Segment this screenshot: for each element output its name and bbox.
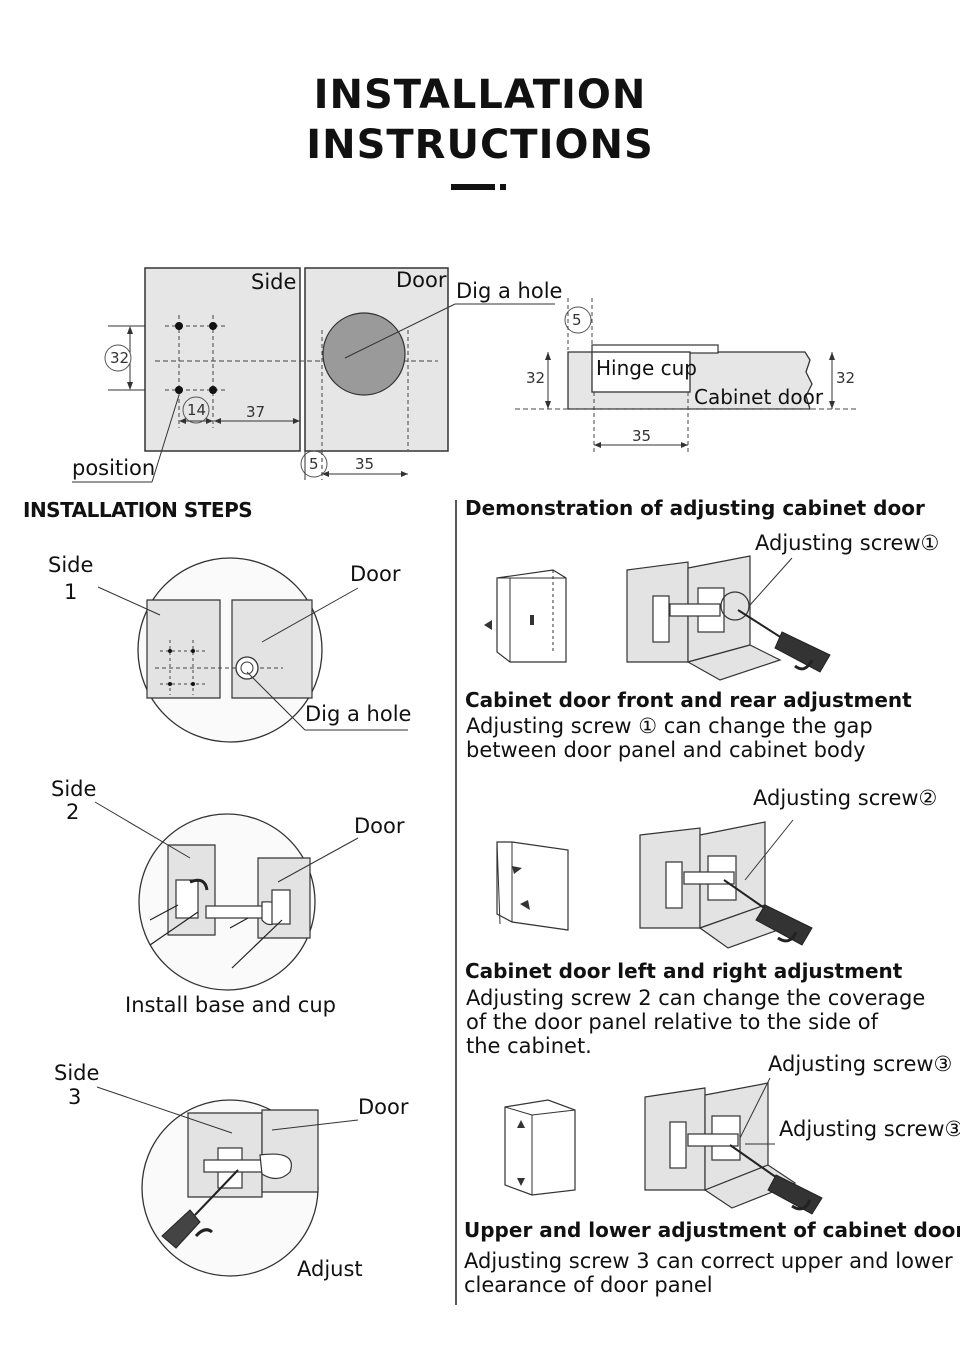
- demo-a-line2: between door panel and cabinet body: [466, 738, 866, 762]
- step3-side-label: Side: [54, 1061, 100, 1085]
- dim-14: 14: [187, 401, 207, 419]
- dim-35-right: 35: [632, 427, 652, 445]
- installation-steps-heading: INSTALLATION STEPS: [23, 498, 253, 522]
- dim-37: 37: [246, 403, 266, 421]
- demo-c-title: Upper and lower adjustment of cabinet do…: [464, 1218, 960, 1242]
- demo-b-title: Cabinet door left and right adjustment: [465, 959, 903, 983]
- hinge-cup-label: Hinge cup: [596, 356, 697, 380]
- title-underline-dot: [500, 184, 506, 190]
- cabinet-door-label: Cabinet door: [694, 385, 824, 409]
- screw-hole: [175, 322, 183, 330]
- step2-side-label: Side: [51, 777, 97, 801]
- demo-a-screw-label: Adjusting screw①: [755, 531, 940, 555]
- dim-35-bottom: 35: [355, 455, 375, 473]
- title-underline: [451, 184, 495, 190]
- position-label: position: [72, 456, 156, 480]
- dim-5-right: 5: [572, 311, 582, 329]
- dim-5-bottom: 5: [309, 455, 319, 473]
- demo-b-line1: Adjusting screw 2 can change the coverag…: [466, 986, 926, 1010]
- side-panel: [144, 267, 301, 452]
- step1-door-label: Door: [350, 562, 401, 586]
- screw-hole: [209, 386, 217, 394]
- screw-hole: [175, 386, 183, 394]
- cup-hole: [322, 312, 406, 396]
- demo-heading: Demonstration of adjusting cabinet door: [465, 496, 925, 520]
- step2-door-label: Door: [354, 814, 405, 838]
- step2-note: Install base and cup: [125, 993, 336, 1017]
- dim-32-right-a: 32: [526, 369, 546, 387]
- demo-b-screw-label: Adjusting screw②: [753, 786, 938, 810]
- dim-32-right-b: 32: [836, 369, 856, 387]
- demo-c-screw-label-1: Adjusting screw③: [768, 1052, 953, 1076]
- demo-b-line2: of the door panel relative to the side o…: [466, 1010, 879, 1034]
- demo-b-line3: the cabinet.: [466, 1034, 592, 1058]
- page-title-line2: INSTRUCTIONS: [306, 122, 654, 168]
- screw-hole: [209, 322, 217, 330]
- demo-c-line1: Adjusting screw 3 can correct upper and …: [464, 1249, 953, 1273]
- demo-c-line2: clearance of door panel: [464, 1273, 713, 1297]
- step3-note: Adjust: [297, 1257, 363, 1281]
- side-label: Side: [251, 270, 297, 294]
- page-title-line1: INSTALLATION: [313, 72, 647, 118]
- demo-a-title: Cabinet door front and rear adjustment: [465, 688, 912, 712]
- step1-number: 1: [64, 580, 78, 604]
- step3-number: 3: [68, 1085, 82, 1109]
- demo-c-screw-label-2: Adjusting screw③: [779, 1117, 960, 1141]
- door-label: Door: [396, 268, 447, 292]
- step2-number: 2: [66, 800, 80, 824]
- dim-32-left: 32: [110, 349, 130, 367]
- dig-hole-label: Dig a hole: [456, 279, 563, 303]
- hinge-cup-recess: [591, 351, 691, 393]
- demo-a-line1: Adjusting screw ① can change the gap: [466, 714, 873, 738]
- step1-note: Dig a hole: [305, 702, 412, 726]
- step1-side-label: Side: [48, 553, 94, 577]
- step3-door-label: Door: [358, 1095, 409, 1119]
- cabinet-box-b: [496, 841, 569, 931]
